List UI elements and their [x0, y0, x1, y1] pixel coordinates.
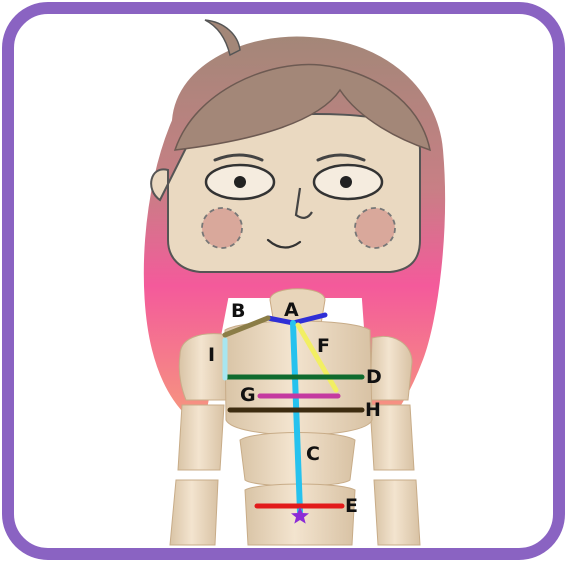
label-G: G: [240, 384, 256, 406]
label-A: A: [284, 299, 299, 321]
right-pupil: [340, 176, 352, 188]
label-I: I: [208, 344, 215, 366]
label-E: E: [345, 495, 358, 517]
label-B: B: [231, 300, 245, 322]
left-pupil: [234, 176, 246, 188]
left-cheek: [202, 208, 242, 248]
right-cheek: [355, 208, 395, 248]
label-D: D: [366, 366, 382, 388]
label-C: C: [306, 443, 320, 465]
label-H: H: [365, 399, 381, 421]
label-F: F: [317, 335, 330, 357]
